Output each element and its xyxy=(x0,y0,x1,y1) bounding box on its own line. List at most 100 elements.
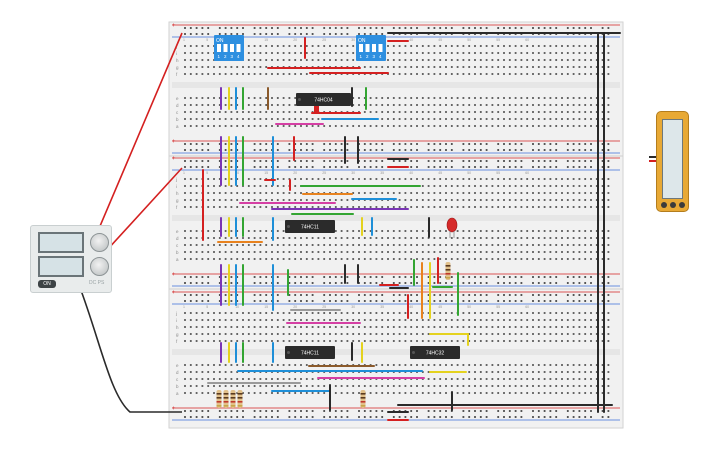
hole xyxy=(537,97,540,99)
ic-chip-body xyxy=(296,93,351,106)
resistor[interactable] xyxy=(230,390,236,408)
hole xyxy=(468,230,471,232)
hole xyxy=(514,326,517,328)
hole xyxy=(572,371,575,373)
hole xyxy=(346,45,349,47)
resistor[interactable] xyxy=(216,390,222,408)
hole xyxy=(294,192,297,194)
psu-voltage-knob[interactable] xyxy=(90,233,109,252)
resistor[interactable] xyxy=(445,262,451,280)
hole xyxy=(445,258,447,260)
hole xyxy=(566,166,569,168)
hole xyxy=(230,73,233,75)
column-number: 40 xyxy=(409,38,413,42)
hole xyxy=(607,392,610,394)
hole xyxy=(456,178,459,180)
hole xyxy=(468,364,471,366)
hole xyxy=(311,276,314,278)
dip-toggle[interactable] xyxy=(217,44,221,52)
hole xyxy=(508,45,511,47)
row-letter: d xyxy=(176,236,179,241)
hole xyxy=(189,319,192,321)
hole xyxy=(607,118,610,120)
psu-current-knob[interactable] xyxy=(90,257,109,276)
hole xyxy=(445,237,447,239)
hole xyxy=(578,312,581,314)
hole xyxy=(398,206,401,208)
hole xyxy=(195,385,198,387)
hole xyxy=(334,237,337,239)
hole xyxy=(497,237,500,239)
dip-toggle[interactable] xyxy=(223,44,228,52)
dip-toggle[interactable] xyxy=(230,44,234,52)
hole xyxy=(311,319,314,321)
ic-chip[interactable]: 74HC32 xyxy=(410,346,460,359)
hole xyxy=(526,206,529,208)
hole xyxy=(433,378,436,380)
hole xyxy=(363,178,366,180)
hole xyxy=(369,282,372,284)
row-letter: d xyxy=(176,103,179,108)
hole xyxy=(462,294,465,296)
hole xyxy=(346,276,349,278)
hole xyxy=(253,385,256,387)
ic-chip[interactable]: 74HC11 xyxy=(285,220,335,233)
wires[interactable] xyxy=(72,32,656,421)
hole xyxy=(479,319,482,321)
hole xyxy=(259,206,262,208)
dc-power-supply[interactable]: ON DC PS xyxy=(30,225,112,293)
hole xyxy=(247,97,250,99)
ic-chip[interactable]: 74HC11 xyxy=(285,346,335,359)
psu-black-lead[interactable] xyxy=(78,284,182,413)
hole xyxy=(230,185,233,187)
ic-chip[interactable]: 74HC04 xyxy=(296,93,351,106)
hole xyxy=(189,27,192,29)
hole xyxy=(520,118,523,120)
hole xyxy=(195,340,198,342)
hole xyxy=(537,104,540,106)
resistor[interactable] xyxy=(237,390,243,408)
hole xyxy=(317,178,320,180)
hole xyxy=(259,125,262,127)
hole xyxy=(491,385,494,387)
hole xyxy=(445,111,447,113)
dip-toggle[interactable] xyxy=(372,44,376,52)
hole xyxy=(572,125,575,127)
multimeter-port-v[interactable] xyxy=(670,202,676,208)
resistor[interactable] xyxy=(223,390,229,408)
hole xyxy=(427,118,430,120)
hole xyxy=(479,160,482,162)
hole xyxy=(601,59,604,61)
hole xyxy=(491,251,494,253)
hole xyxy=(607,385,610,387)
hole xyxy=(433,237,436,239)
hole xyxy=(189,378,192,380)
hole xyxy=(584,340,587,342)
hole xyxy=(433,45,436,47)
hole xyxy=(416,111,418,113)
hole xyxy=(497,66,500,68)
hole xyxy=(259,326,262,328)
hole xyxy=(450,143,453,145)
hole xyxy=(381,300,384,302)
dip-toggle[interactable] xyxy=(378,44,383,52)
hole xyxy=(230,410,233,412)
hole xyxy=(503,237,505,239)
dip-toggle[interactable] xyxy=(365,44,370,52)
hole xyxy=(259,244,262,246)
multimeter-port-a[interactable] xyxy=(679,202,685,208)
psu-power-button[interactable]: ON xyxy=(38,280,56,288)
hole xyxy=(566,371,569,373)
dip-toggle[interactable] xyxy=(359,44,363,52)
dip-toggle[interactable] xyxy=(236,44,241,52)
red-led[interactable] xyxy=(446,217,458,233)
hole xyxy=(253,333,256,335)
resistor[interactable] xyxy=(360,390,366,408)
multimeter-port-com[interactable] xyxy=(661,202,667,208)
multimeter[interactable] xyxy=(656,111,689,212)
hole xyxy=(456,192,459,194)
